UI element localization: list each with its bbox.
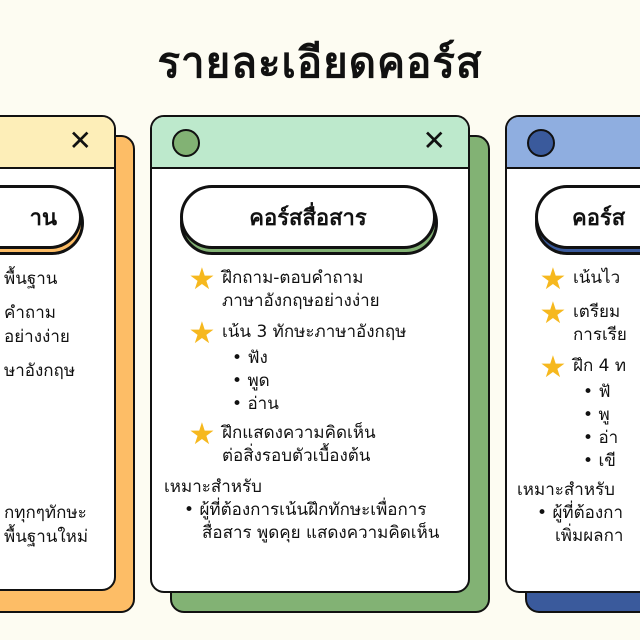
left-card-header: ✕	[0, 117, 114, 169]
close-icon[interactable]: ✕	[68, 124, 92, 157]
for-label: เหมาะสำหรับ	[164, 477, 262, 497]
feature-item: ★ เน้นไว	[533, 262, 640, 297]
left-line: พื้นฐาน	[4, 269, 58, 289]
for-item: ผู้ที่ต้องการเน้นฝึกทักษะเพื่อการสื่อสาร…	[184, 499, 460, 545]
feature-item: ★ ฝึกถาม-ตอบคำถามภาษาอังกฤษอย่างง่าย	[182, 262, 460, 313]
skill-item: เขี	[583, 450, 640, 473]
feature-text: ฝึกแสดงความคิดเห็น	[222, 423, 376, 443]
star-icon: ★	[188, 417, 216, 452]
left-for-line: กทุกๆทักษะ	[4, 503, 87, 523]
skill-list: ฟั พู อ่า เขี	[533, 381, 640, 473]
left-line: ษาอังกฤษ	[4, 361, 76, 381]
left-line: อย่างง่าย	[4, 327, 70, 347]
star-icon: ★	[188, 316, 216, 351]
feature-item: ★ ฝึก 4 ท	[533, 350, 640, 385]
for-item-continued: เพิ่มผลกา	[555, 526, 624, 546]
feature-item: ★ ฝึกแสดงความคิดเห็นต่อสิ่งรอบตัวเบื้องต้…	[182, 417, 460, 468]
skill-item: อ่า	[583, 427, 640, 450]
skill-item: ฟัง	[232, 347, 460, 370]
left-course-name: าน	[0, 185, 82, 249]
window-dot-icon	[172, 129, 200, 157]
skill-item: อ่าน	[232, 393, 460, 416]
feature-text: ฝึก 4 ท	[573, 356, 627, 376]
window-dot-icon	[527, 129, 555, 157]
close-icon[interactable]: ✕	[422, 124, 446, 157]
feature-text: เน้นไว	[573, 268, 621, 288]
right-course-name: คอร์ส	[535, 185, 640, 249]
for-list: ผู้ที่ต้องการเน้นฝึกทักษะเพื่อการสื่อสาร…	[164, 499, 460, 545]
left-course-card: ✕ าน พื้นฐาน คำถาม อย่างง่าย ษาอังกฤษ กท…	[0, 115, 116, 591]
left-for-line: พื้นฐานใหม่	[4, 527, 89, 547]
for-list: ผู้ที่ต้องกา เพิ่มผลกา	[517, 502, 640, 548]
left-line: คำถาม	[4, 303, 56, 323]
skill-item: พู	[583, 404, 640, 427]
feature-text: ภาษาอังกฤษอย่างง่าย	[222, 291, 380, 311]
star-icon: ★	[539, 296, 567, 331]
skill-list: ฟัง พูด อ่าน	[182, 347, 460, 416]
for-label: เหมาะสำหรับ	[517, 480, 615, 500]
left-feature-text: พื้นฐาน คำถาม อย่างง่าย ษาอังกฤษ กทุกๆทั…	[4, 267, 114, 549]
skill-item: ฟั	[583, 381, 640, 404]
feature-text: ต่อสิ่งรอบตัวเบื้องต้น	[222, 446, 371, 466]
star-icon: ★	[188, 262, 216, 297]
skill-item: พูด	[232, 370, 460, 393]
feature-item: ★ เตรียมการเรีย	[533, 296, 640, 347]
page-title: รายละเอียดคอร์ส	[157, 38, 483, 87]
right-card-header	[507, 117, 640, 169]
feature-item: ★ เน้น 3 ทักษะภาษาอังกฤษ	[182, 316, 460, 351]
feature-text: ฝึกถาม-ตอบคำถาม	[222, 268, 364, 288]
star-icon: ★	[539, 350, 567, 385]
star-icon: ★	[539, 262, 567, 297]
feature-text: เน้น 3 ทักษะภาษาอังกฤษ	[222, 322, 407, 342]
center-course-name: คอร์สสื่อสาร	[180, 185, 436, 249]
for-item: ผู้ที่ต้องกา	[537, 502, 640, 525]
center-card-header: ✕	[152, 117, 468, 169]
center-course-card: ✕ คอร์สสื่อสาร ★ ฝึกถาม-ตอบคำถามภาษาอังกฤ…	[150, 115, 470, 593]
feature-text: การเรีย	[573, 325, 627, 345]
feature-text: เตรียม	[573, 302, 621, 322]
